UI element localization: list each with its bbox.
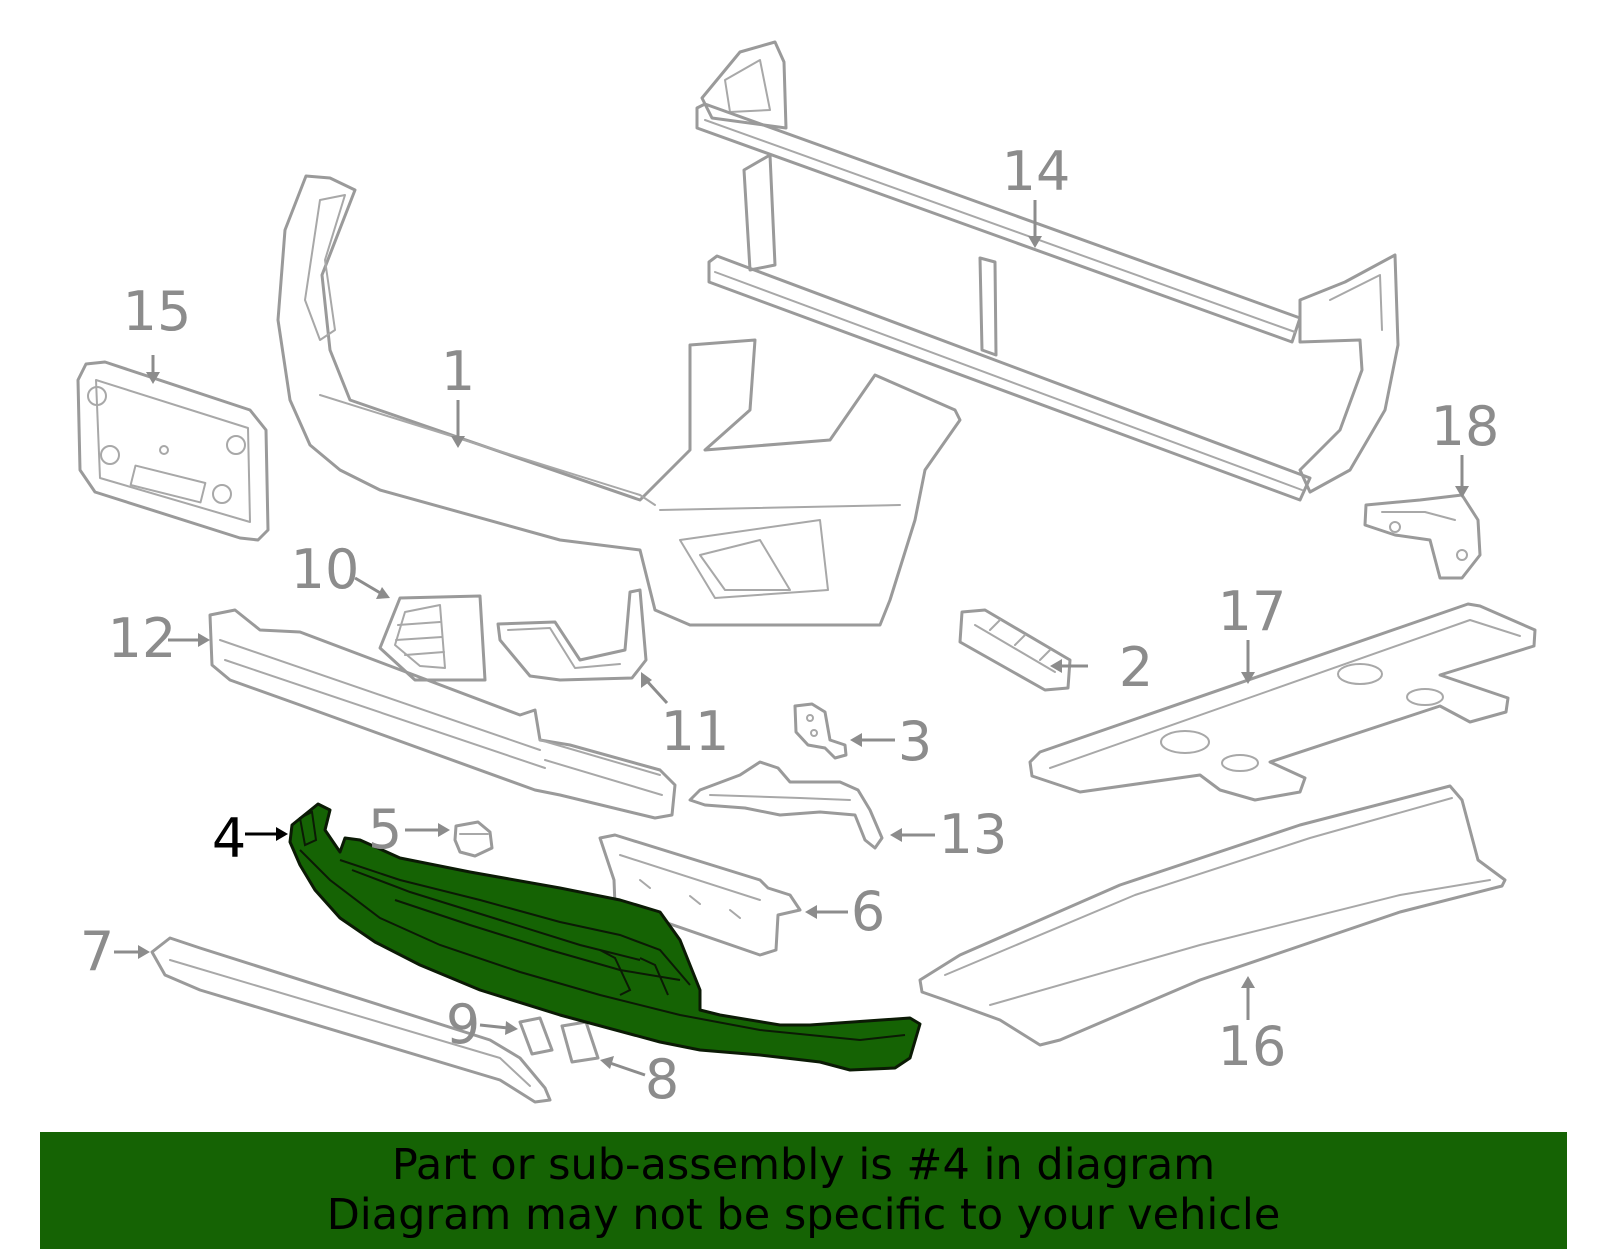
footer-line-2: Diagram may not be specific to your vehi… (326, 1190, 1281, 1240)
callout-12: 12 (108, 607, 177, 670)
footer-line-1: Part or sub-assembly is #4 in diagram (391, 1140, 1216, 1190)
callout-4-highlighted: 4 (212, 807, 246, 870)
callout-1: 1 (441, 340, 475, 403)
callout-15: 15 (123, 280, 192, 343)
callout-17: 17 (1218, 580, 1287, 643)
callout-3: 3 (898, 710, 932, 773)
part-11-bezel-trim[interactable] (496, 588, 648, 682)
callout-8: 8 (645, 1048, 679, 1111)
callout-13: 13 (939, 803, 1008, 866)
callout-2: 2 (1119, 636, 1153, 699)
part-5-clip[interactable] (453, 820, 494, 858)
callout-14: 14 (1002, 140, 1071, 203)
part-16-lower-shield[interactable] (918, 784, 1507, 1047)
part-4-lower-valance[interactable] (288, 802, 922, 1072)
callout-5: 5 (368, 798, 402, 861)
part-1-bumper-fascia[interactable] (276, 174, 962, 627)
part-10-fog-bezel[interactable] (378, 594, 487, 682)
callout-labels: 14 1 15 18 2 10 11 12 3 13 5 6 17 16 7 9… (80, 140, 1500, 1111)
part-7-molding[interactable] (150, 936, 552, 1104)
callout-9: 9 (446, 993, 480, 1056)
part-2-bracket[interactable] (958, 608, 1072, 692)
callout-18: 18 (1431, 395, 1500, 458)
part-8-cap[interactable] (560, 1020, 600, 1064)
part-13-bracket[interactable] (688, 760, 884, 850)
part-18-bracket[interactable] (1363, 493, 1482, 580)
callout-7: 7 (80, 920, 114, 983)
part-3-bracket[interactable] (793, 702, 848, 760)
callout-6: 6 (851, 880, 885, 943)
leader-lines (114, 200, 1469, 1077)
part-9-cap[interactable] (518, 1016, 554, 1056)
part-14-radiator-support[interactable] (695, 40, 1400, 502)
callout-10: 10 (291, 538, 360, 601)
callout-16: 16 (1218, 1015, 1287, 1078)
footer-banner: Part or sub-assembly is #4 in diagram Di… (40, 1132, 1567, 1249)
part-12-impact-bar[interactable] (208, 608, 677, 820)
part-15-license-bracket[interactable] (76, 360, 270, 542)
callout-11: 11 (661, 700, 730, 763)
part-17-splash-shield[interactable] (1028, 602, 1537, 802)
